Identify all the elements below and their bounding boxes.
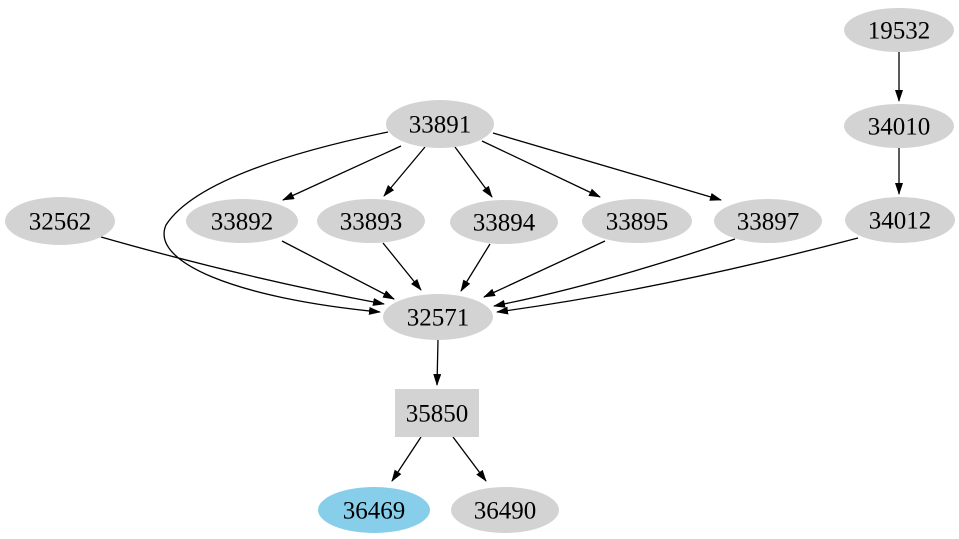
graph-edge-33891-33893 (383, 146, 426, 197)
graph-node-32562 (5, 197, 115, 245)
graph-edge-33891-33897 (492, 132, 722, 201)
graph-node-label-34012: 34012 (869, 208, 932, 235)
graph-edge-32571-35850 (433, 339, 442, 386)
graph-node-32571 (383, 294, 493, 340)
graph-node-33892 (186, 199, 298, 243)
graph-node-33894 (450, 200, 558, 244)
graph-edge-33895-32571 (483, 240, 606, 298)
graph-edge-35850-36490 (452, 436, 487, 482)
graph-node-19532 (844, 8, 954, 52)
graph-node-label-33893: 33893 (340, 209, 403, 236)
graph-edge-33891-33895 (481, 140, 601, 198)
graph-node-33891 (386, 100, 494, 148)
graph-edge-33891-33892 (282, 145, 402, 201)
graph-node-33897 (714, 199, 822, 243)
graph-edge-33893-32571 (382, 242, 422, 291)
graph-edge-33891-32571 (163, 131, 389, 315)
edge-layer (100, 52, 903, 482)
graph-edge-34012-32571 (496, 237, 859, 315)
graph-node-label-36469: 36469 (343, 498, 406, 525)
graph-node-label-35850: 35850 (406, 401, 469, 428)
graph-node-36490 (451, 487, 559, 533)
graph-node-label-33891: 33891 (409, 112, 472, 139)
graph-node-label-33895: 33895 (606, 209, 669, 236)
graph-edge-33891-33894 (454, 146, 493, 198)
graph-node-33893 (317, 199, 425, 243)
graph-node-label-36490: 36490 (474, 498, 537, 525)
graph-node-34010 (844, 104, 954, 148)
graph-edge-33892-32571 (281, 240, 395, 300)
graph-edge-33897-32571 (493, 238, 736, 308)
graph-node-33895 (582, 199, 692, 243)
graph-node-35850 (395, 389, 479, 437)
graph-edge-33894-32571 (460, 243, 491, 292)
graph-node-label-34010: 34010 (868, 114, 931, 141)
graph-node-label-19532: 19532 (868, 18, 931, 45)
graph-node-label-32571: 32571 (407, 305, 470, 332)
graph-node-36469 (318, 487, 430, 533)
graph-node-label-33892: 33892 (211, 209, 274, 236)
graph-node-label-32562: 32562 (29, 209, 92, 236)
graph-node-34012 (845, 197, 955, 243)
graph-edge-32562-32571 (100, 236, 385, 306)
graph-node-label-33897: 33897 (737, 209, 800, 236)
graph-edge-35850-36469 (391, 436, 422, 482)
node-layer: 19532 34010 34012 33891 32562 33892 33893 33894… (5, 8, 955, 533)
graph-node-label-33894: 33894 (473, 210, 536, 237)
